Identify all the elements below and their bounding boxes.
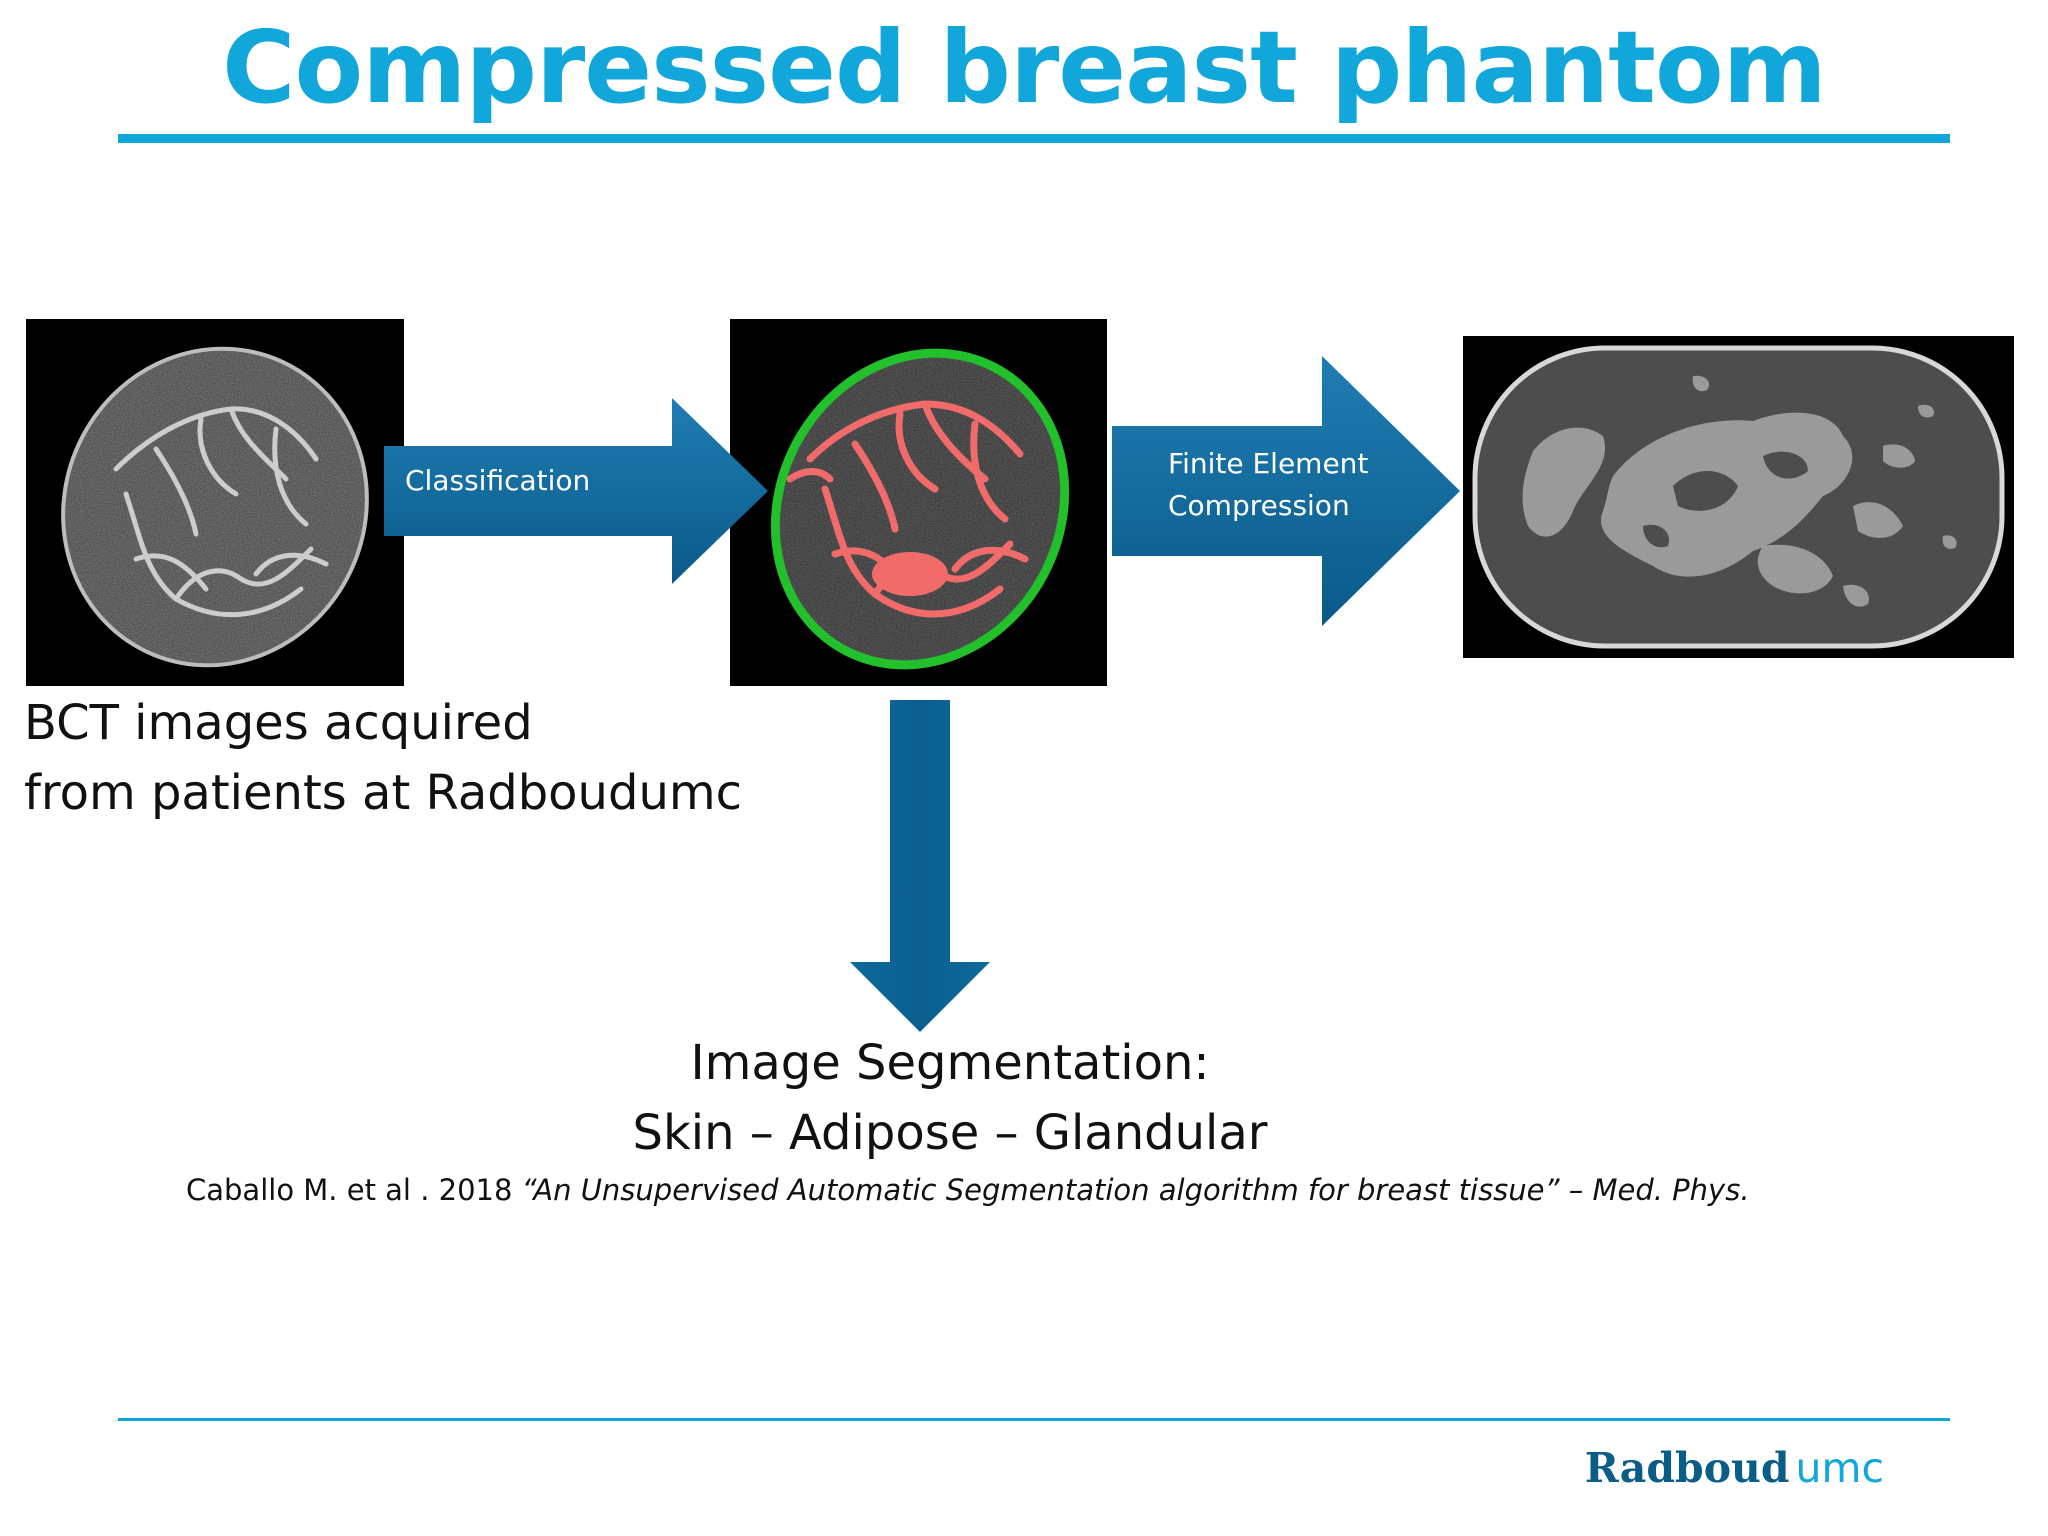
logo-text-radboud: Radboud [1584, 1444, 1790, 1492]
compressed-phantom-image [1463, 336, 2014, 658]
segmented-scan-image [730, 319, 1107, 686]
classification-arrow [384, 398, 768, 584]
title-underline [118, 134, 1950, 143]
segmentation-caption-line1: Image Segmentation: [690, 1035, 1210, 1091]
slide-title: Compressed breast phantom [222, 9, 1827, 126]
bct-caption: BCT images acquired from patients at Rad… [24, 688, 742, 828]
classification-label: Classification [405, 464, 591, 497]
footer-divider [118, 1418, 1950, 1421]
citation-title: “An Unsupervised Automatic Segmentation … [521, 1173, 1750, 1207]
bct-scan-image [26, 319, 404, 686]
citation-authors: Caballo M. et al . 2018 [186, 1173, 522, 1207]
finite-element-compression-arrow [1112, 356, 1460, 626]
bct-caption-line1: BCT images acquired [24, 695, 533, 751]
finite-element-compression-label: Finite Element Compression [1168, 447, 1369, 522]
citation: Caballo M. et al . 2018 “An Unsupervised… [186, 1168, 1886, 1212]
segmentation-caption-line2: Skin – Adipose – Glandular [632, 1105, 1268, 1161]
bct-caption-line2: from patients at Radboudumc [24, 765, 743, 821]
logo-text-umc: umc [1795, 1444, 1884, 1492]
segmentation-caption: Image Segmentation: Skin – Adipose – Gla… [560, 1028, 1340, 1168]
segmentation-down-arrow [850, 700, 990, 1032]
